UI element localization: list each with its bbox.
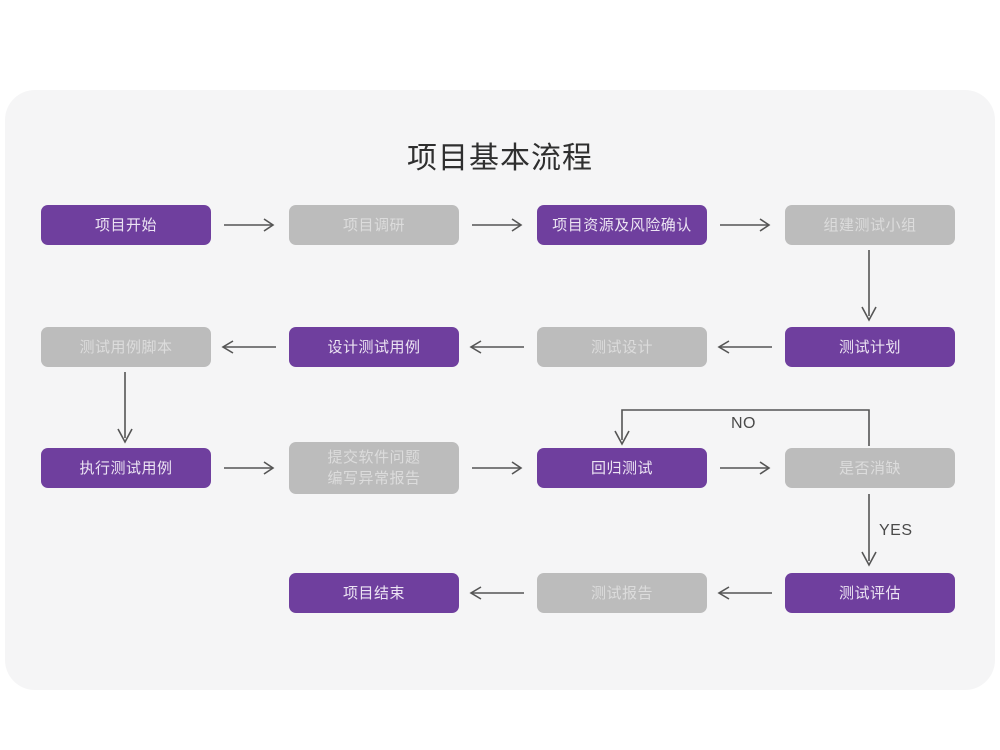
arrow-n6-n7 — [469, 340, 524, 354]
node-execute-test-case[interactable]: 执行测试用例 — [41, 448, 211, 488]
node-project-research[interactable]: 项目调研 — [289, 205, 459, 245]
node-test-evaluation[interactable]: 测试评估 — [785, 573, 955, 613]
arrow-n9-n10 — [224, 461, 275, 475]
edge-label-no: NO — [731, 415, 756, 432]
arrow-n14-n15 — [469, 586, 524, 600]
arrow-n2-n3 — [472, 218, 523, 232]
node-regression-test[interactable]: 回归测试 — [537, 448, 707, 488]
node-test-report[interactable]: 测试报告 — [537, 573, 707, 613]
arrow-yes — [861, 494, 877, 567]
node-test-design[interactable]: 测试设计 — [537, 327, 707, 367]
node-form-test-team[interactable]: 组建测试小组 — [785, 205, 955, 245]
arrow-n11-n12 — [720, 461, 771, 475]
page-title: 项目基本流程 — [407, 142, 593, 175]
arrow-n8-n9 — [117, 372, 133, 444]
node-test-plan[interactable]: 测试计划 — [785, 327, 955, 367]
node-test-case-script[interactable]: 测试用例脚本 — [41, 327, 211, 367]
arrow-n5-n6 — [717, 340, 772, 354]
arrow-n3-n4 — [720, 218, 771, 232]
arrow-n13-n14 — [717, 586, 772, 600]
node-project-end[interactable]: 项目结束 — [289, 573, 459, 613]
arrow-n10-n11 — [472, 461, 523, 475]
node-defect-cleared[interactable]: 是否消缺 — [785, 448, 955, 488]
node-design-test-case[interactable]: 设计测试用例 — [289, 327, 459, 367]
node-project-start[interactable]: 项目开始 — [41, 205, 211, 245]
edge-label-yes: YES — [879, 522, 913, 539]
arrow-n4-n5 — [861, 250, 877, 322]
node-resource-risk-confirm[interactable]: 项目资源及风险确认 — [537, 205, 707, 245]
arrow-n7-n8 — [221, 340, 276, 354]
node-submit-issue-report[interactable]: 提交软件问题 编写异常报告 — [289, 442, 459, 494]
arrow-n1-n2 — [224, 218, 275, 232]
